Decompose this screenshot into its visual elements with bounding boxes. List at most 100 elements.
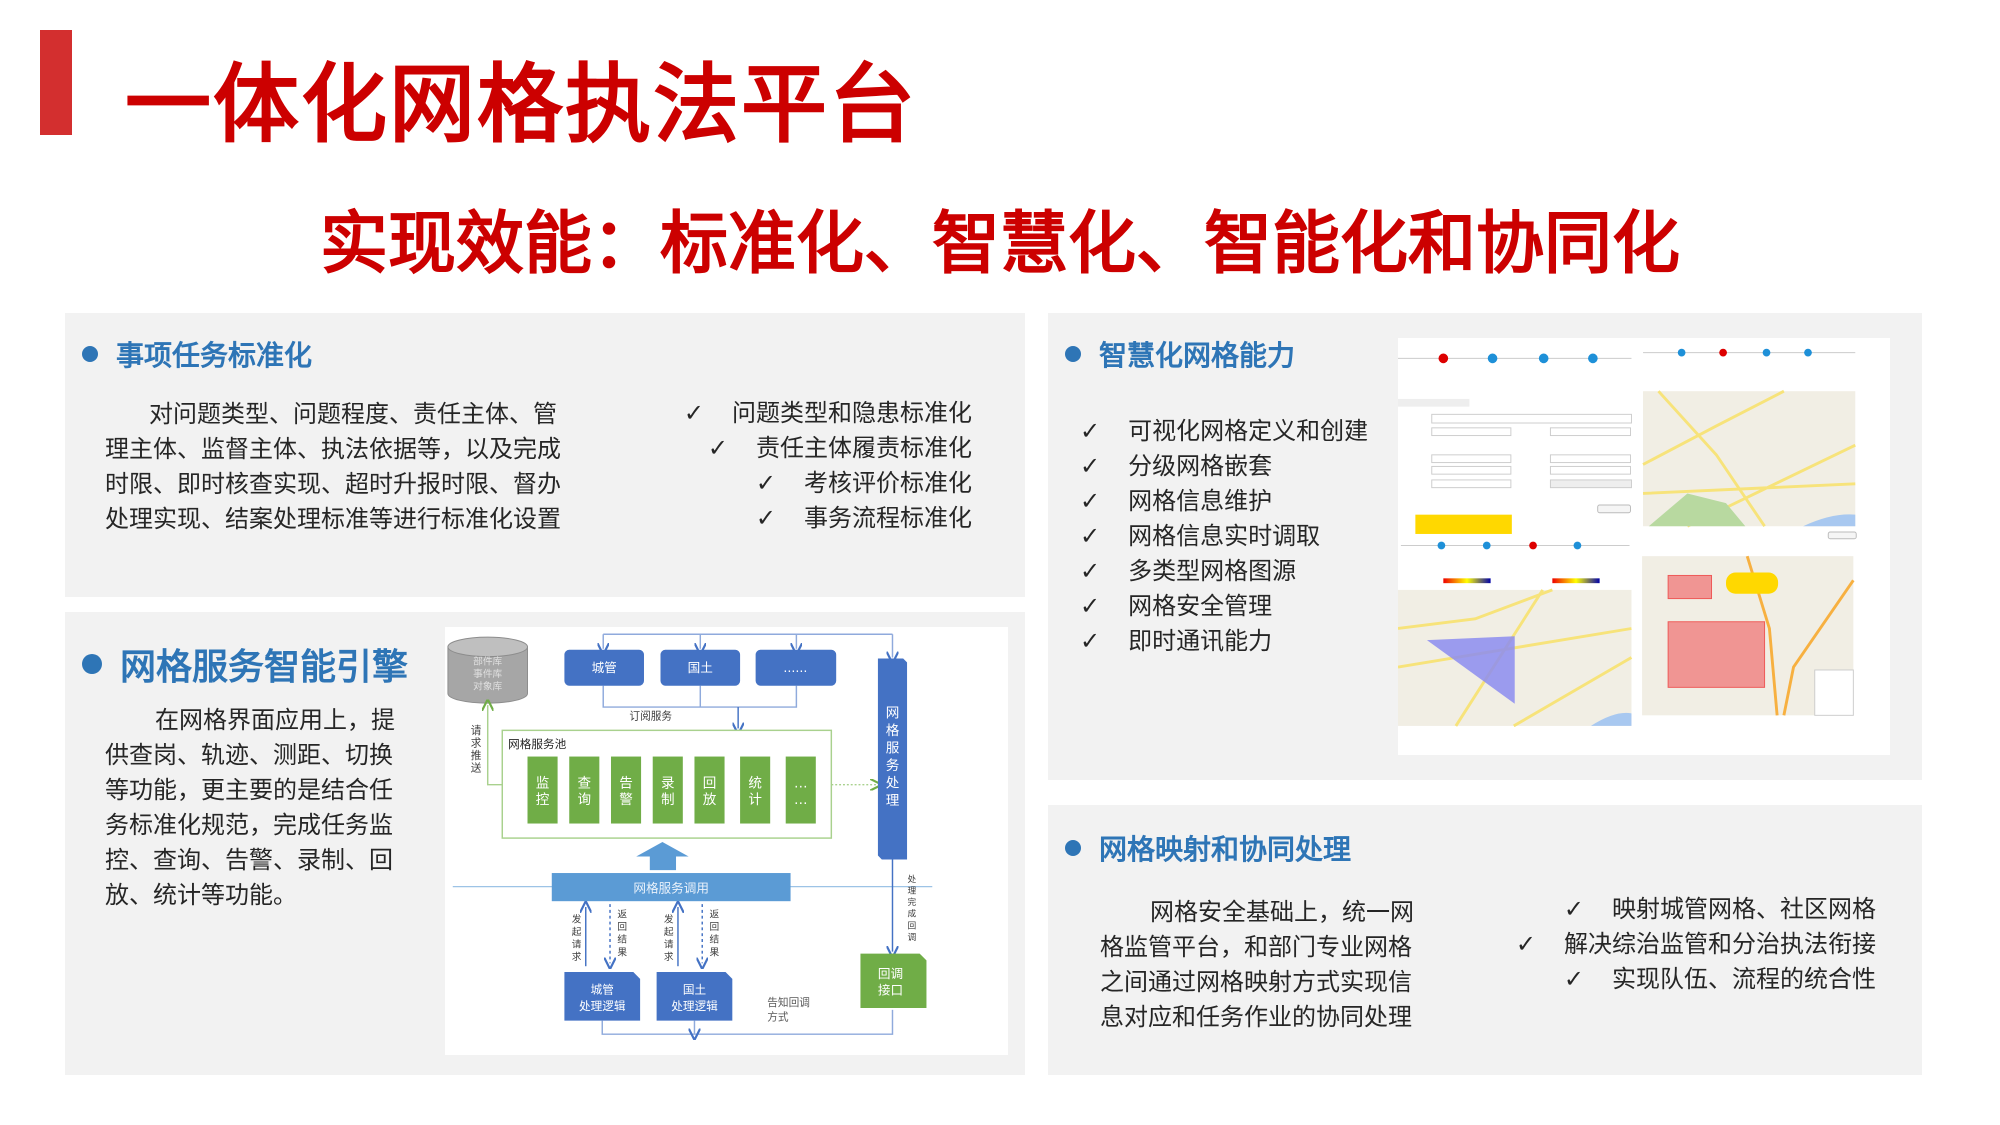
panel-standardization-heading: 事项任务标准化 bbox=[82, 334, 312, 374]
paragraph-line: 处理实现、结案处理标准等进行标准化设置 bbox=[105, 505, 561, 533]
check-icon: ✓ bbox=[1080, 627, 1101, 655]
screenshot-grid-form bbox=[1398, 353, 1632, 534]
notify-label: 方式 bbox=[767, 1011, 789, 1024]
check-icon: ✓ bbox=[707, 434, 728, 462]
panel-mapping bbox=[1048, 805, 1922, 1075]
standardization-checklist: ✓问题类型和隐患标准化 ✓责任主体履责标准化 ✓考核评价标准化 ✓事务流程标准化 bbox=[660, 396, 972, 536]
process-bar-char: 服 bbox=[886, 741, 900, 757]
panel-smart-heading: 智慧化网格能力 bbox=[1065, 334, 1295, 374]
heading-text: 网格映射和协同处理 bbox=[1099, 833, 1352, 866]
notify-callback-lines bbox=[601, 1009, 894, 1034]
database-label: 事件库 bbox=[473, 667, 502, 680]
distribution-lines bbox=[603, 633, 892, 728]
mapping-paragraph: 网格安全基础上，统一网 格监管平台，和部门专业网格 之间通过网格映射方式实现信 … bbox=[1100, 895, 1430, 1035]
mapping-checklist: ✓ 映射城管网格、社区网格 ✓ 解决综治监管和分治执法衔接 ✓实现队伍、流程的统合性 bbox=[1490, 892, 1876, 997]
paragraph-line: 息对应和任务作业的协同处理 bbox=[1100, 1003, 1412, 1031]
check-icon: ✓ bbox=[1080, 522, 1101, 550]
paragraph-line: 控、查询、告警、录制、回 bbox=[105, 846, 393, 874]
paragraph-line: 格监管平台，和部门专业网格 bbox=[1100, 933, 1412, 961]
paragraph-line: 供查岗、轨迹、测距、切换 bbox=[105, 741, 393, 769]
paragraph-line: 时限、即时核查实现、超时升报时限、督办 bbox=[105, 470, 561, 498]
paragraph-line: 之间通过网格映射方式实现信 bbox=[1100, 968, 1412, 996]
check-item: ✓ 责任主体履责标准化 bbox=[660, 431, 972, 466]
process-bar-char: 网 bbox=[886, 706, 900, 722]
check-item: ✓实现队伍、流程的统合性 bbox=[1490, 962, 1876, 997]
callback-box-label: 接口 bbox=[878, 982, 903, 997]
process-bar-char: 理 bbox=[886, 793, 900, 809]
bullet-icon bbox=[1065, 346, 1081, 362]
check-item: ✓ 映射城管网格、社区网格 bbox=[1490, 892, 1876, 927]
database-label: 对象库 bbox=[473, 680, 502, 693]
process-bar-char: 格 bbox=[886, 723, 900, 739]
engine-paragraph: 在网格界面应用上，提 供查岗、轨迹、测距、切换 等功能，更主要的是结合任 务标准… bbox=[105, 703, 415, 913]
check-item: ✓即时通讯能力 bbox=[1080, 624, 1400, 659]
panel-engine-heading: 网格服务智能引擎 bbox=[82, 638, 408, 690]
check-item: ✓ 网格信息实时调取 bbox=[1080, 519, 1400, 554]
done-callback-char: 理 bbox=[908, 885, 917, 896]
done-callback-char: 成 bbox=[908, 908, 917, 920]
service-box-chengguan: 城管 bbox=[592, 660, 617, 675]
done-callback-char: 调 bbox=[908, 932, 917, 943]
top-service-boxes: 城管 国土 ...... bbox=[564, 649, 837, 686]
page-subtitle: 实现效能：标准化、智慧化、智能化和协同化 bbox=[319, 205, 1680, 284]
service-box-guotu: 国土 bbox=[688, 660, 713, 675]
logic-boxes: 城管 处理逻辑 国土 处理逻辑 bbox=[564, 972, 733, 1021]
check-item: ✓问题类型和隐患标准化 bbox=[660, 396, 972, 431]
pool-service-box bbox=[652, 756, 683, 824]
pool-service-label: 警 bbox=[619, 792, 633, 808]
service-box-more: ...... bbox=[783, 660, 807, 675]
check-text: 责任主体履责标准化 bbox=[756, 434, 972, 462]
check-text: 考核评价标准化 bbox=[804, 469, 972, 497]
check-text: 网格信息维护 bbox=[1128, 487, 1273, 515]
request-response-arrows bbox=[586, 904, 702, 966]
check-text: 分级网格嵌套 bbox=[1128, 452, 1273, 480]
pool-service-box bbox=[610, 756, 642, 824]
return-result-label: 返回结果 bbox=[707, 908, 719, 959]
pool-service-box bbox=[694, 756, 725, 824]
check-icon: ✓ bbox=[1080, 487, 1101, 515]
done-callback-char: 完 bbox=[908, 896, 917, 908]
request-push-label: 请求推送 bbox=[470, 724, 483, 775]
logic-box-label: 国土 bbox=[683, 982, 707, 996]
engine-architecture-diagram: 部件库 事件库 对象库 城管 国土 ...... 订阅服务 网格服务池 监控查询… bbox=[445, 627, 1008, 1055]
paragraph-line: 务标准化规范，完成任务监 bbox=[105, 811, 393, 839]
grid-ui-screenshots bbox=[1397, 338, 1890, 755]
callback-interface-box bbox=[860, 953, 927, 1008]
pool-service-label: 询 bbox=[577, 792, 591, 808]
logic-box-label: 处理逻辑 bbox=[579, 999, 626, 1013]
check-item: ✓ 网格信息维护 bbox=[1080, 484, 1400, 519]
check-item: ✓分级网格嵌套 bbox=[1080, 449, 1400, 484]
paragraph-line: 理主体、监督主体、执法依据等，以及完成 bbox=[105, 435, 561, 463]
process-bar-char: 处 bbox=[886, 776, 900, 792]
check-item: ✓考核评价标准化 bbox=[660, 466, 972, 501]
notify-label: 告知回调 bbox=[767, 996, 810, 1009]
panel-standardization bbox=[65, 313, 1025, 597]
paragraph-line: 在网格界面应用上，提 bbox=[155, 706, 395, 734]
pool-service-label: 监 bbox=[536, 776, 550, 792]
paragraph-line: 放、统计等功能。 bbox=[105, 881, 297, 909]
database-cylinder: 部件库 事件库 对象库 bbox=[447, 636, 528, 704]
pool-service-label: 计 bbox=[748, 792, 762, 808]
pool-service-boxes: 监控查询告警录制回放统计…… bbox=[527, 756, 816, 824]
check-text: 映射城管网格、社区网格 bbox=[1612, 895, 1876, 923]
check-text: 可视化网格定义和创建 bbox=[1128, 417, 1369, 445]
paragraph-line: 等功能，更主要的是结合任 bbox=[105, 776, 393, 804]
heading-text: 智慧化网格能力 bbox=[1099, 339, 1296, 372]
done-callback-char: 回 bbox=[908, 920, 917, 931]
send-request-label: 发起请求 bbox=[662, 912, 674, 964]
check-text: 网格信息实时调取 bbox=[1128, 522, 1321, 550]
pool-service-label: … bbox=[794, 776, 808, 792]
process-bar-char: 务 bbox=[886, 758, 900, 774]
pool-service-label: 录 bbox=[661, 776, 675, 792]
pool-service-label: 控 bbox=[536, 792, 550, 808]
done-callback-char: 处 bbox=[908, 873, 917, 885]
check-icon: ✓ bbox=[1563, 895, 1584, 923]
subscribe-label: 订阅服务 bbox=[629, 710, 672, 723]
check-item: ✓多类型网格图源 bbox=[1080, 554, 1400, 589]
check-text: 多类型网格图源 bbox=[1128, 557, 1297, 585]
check-text: 实现队伍、流程的统合性 bbox=[1612, 965, 1876, 993]
pool-service-box bbox=[785, 756, 816, 824]
check-text: 解决综治监管和分治执法衔接 bbox=[1564, 930, 1876, 958]
